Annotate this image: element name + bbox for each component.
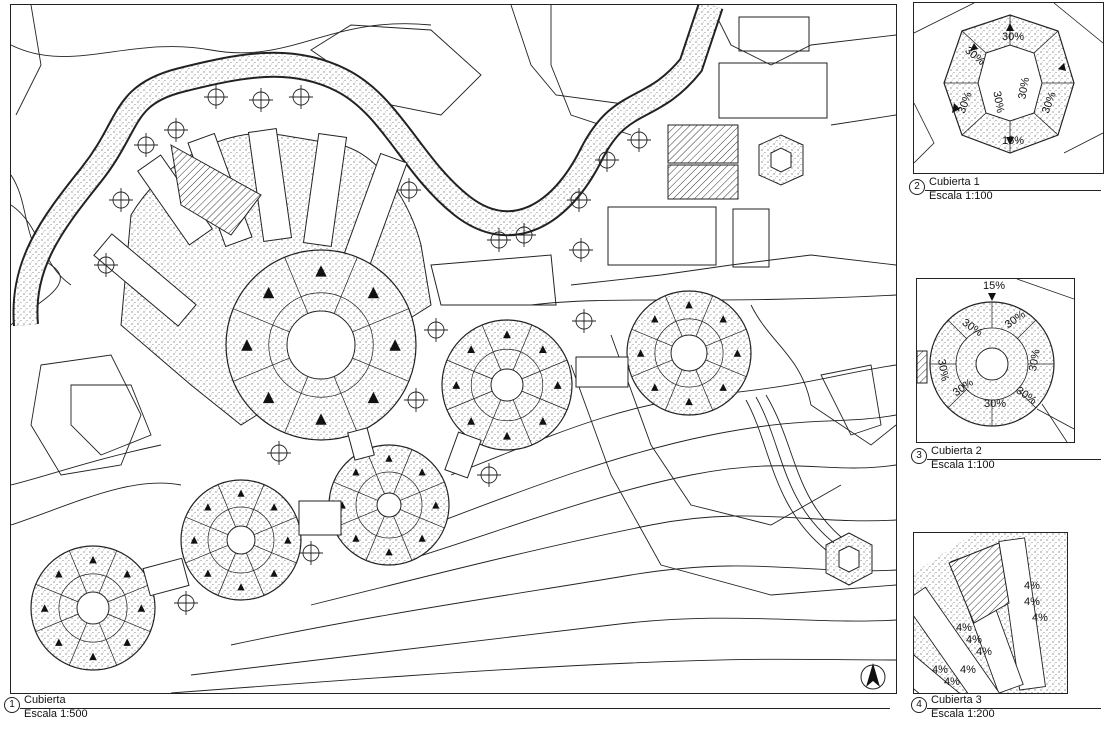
north-arrow-icon [860, 663, 886, 690]
detail-2-title: Cubierta 2 [931, 445, 982, 457]
hex-pavilions [758, 134, 873, 586]
circular-roof [328, 444, 450, 566]
caption-rule [925, 190, 1101, 191]
main-caption: 1 Cubierta Escala 1:500 [4, 694, 894, 724]
slope-label: 4% [932, 664, 948, 676]
main-plan-drawing [11, 5, 896, 693]
tree-icon [627, 128, 651, 152]
circular-roof [441, 319, 573, 451]
detail-3-caption: 4 Cubierta 3 Escala 1:200 [911, 694, 1105, 724]
detail-1-title: Cubierta 1 [929, 176, 980, 188]
main-roof-plan [10, 4, 897, 694]
caption-rule [20, 708, 890, 709]
tree-icon [569, 238, 593, 262]
detail-3-title: Cubierta 3 [931, 694, 982, 706]
slope-label: 4% [1032, 612, 1048, 624]
slope-label: 30% [935, 358, 951, 382]
detail-3-drawing: 4% 4% 4% 4% 4% 4% 4% 4% 4% [914, 533, 1067, 693]
tree-icon [595, 148, 619, 172]
tree-icon [94, 253, 118, 277]
tree-icon [289, 85, 313, 109]
detail-2-drawing: 15% 30% 30% 30% 30% 30% 30% 30% [917, 279, 1074, 442]
side-path [745, 394, 842, 551]
drawing-scale: Escala 1:500 [24, 708, 88, 720]
tree-icon [109, 188, 133, 212]
slope-label: 30% [1016, 76, 1032, 100]
slope-label: 4% [976, 646, 992, 658]
slope-label: 30% [1002, 31, 1024, 43]
tree-icon [487, 228, 511, 252]
drawing-number: 1 [4, 697, 20, 713]
circular-roof [30, 545, 156, 671]
slope-label: 4% [960, 664, 976, 676]
slope-label: 4% [944, 676, 960, 688]
tree-icon [299, 541, 323, 565]
slope-label: 30% [990, 90, 1006, 114]
tree-icon [424, 318, 448, 342]
tree-icon [164, 118, 188, 142]
detail-1-caption: 2 Cubierta 1 Escala 1:100 [909, 176, 1105, 206]
tree-icon [567, 188, 591, 212]
slope-label: 4% [1024, 596, 1040, 608]
detail-3-number: 4 [911, 697, 927, 713]
slope-label: 4% [956, 622, 972, 634]
slope-label: 4% [966, 634, 982, 646]
walkway-path [12, 5, 724, 327]
tree-icon [512, 223, 536, 247]
caption-rule [927, 708, 1101, 709]
tree-icon [174, 591, 198, 615]
slope-label: 15% [983, 280, 1005, 292]
circular-roof [225, 249, 417, 441]
slope-label: 30% [1027, 348, 1043, 372]
tree-icon [477, 463, 501, 487]
detail-1-number: 2 [909, 179, 925, 195]
circular-roofs [30, 249, 752, 671]
tree-icon [404, 388, 428, 412]
detail-roof-2: 15% 30% 30% 30% 30% 30% 30% 30% [916, 278, 1075, 443]
tree-icon [204, 85, 228, 109]
detail-roof-3: 4% 4% 4% 4% 4% 4% 4% 4% 4% [913, 532, 1068, 694]
circular-roof [626, 290, 752, 416]
tree-symbols [94, 85, 651, 615]
detail-3-scale: Escala 1:200 [931, 708, 995, 720]
site-buildings [430, 16, 828, 306]
bridges [142, 356, 629, 597]
slope-label: 4% [1024, 580, 1040, 592]
detail-roof-1: 30% 30% 30% 30% 30% 30% 15% [913, 2, 1104, 174]
slope-label: 30% [984, 398, 1006, 410]
tree-icon [572, 309, 596, 333]
detail-2-number: 3 [911, 448, 927, 464]
detail-2-scale: Escala 1:100 [931, 459, 995, 471]
tree-icon [249, 88, 273, 112]
detail-2-caption: 3 Cubierta 2 Escala 1:100 [911, 445, 1105, 475]
tree-icon [397, 178, 421, 202]
tree-icon [134, 133, 158, 157]
detail-1-drawing: 30% 30% 30% 30% 30% 30% 15% [914, 3, 1103, 164]
detail-1-scale: Escala 1:100 [929, 190, 993, 202]
tree-icon [267, 441, 291, 465]
drawing-title: Cubierta [24, 694, 66, 706]
circular-roof [180, 479, 302, 601]
caption-rule [927, 459, 1101, 460]
slope-label: 15% [1002, 135, 1024, 147]
